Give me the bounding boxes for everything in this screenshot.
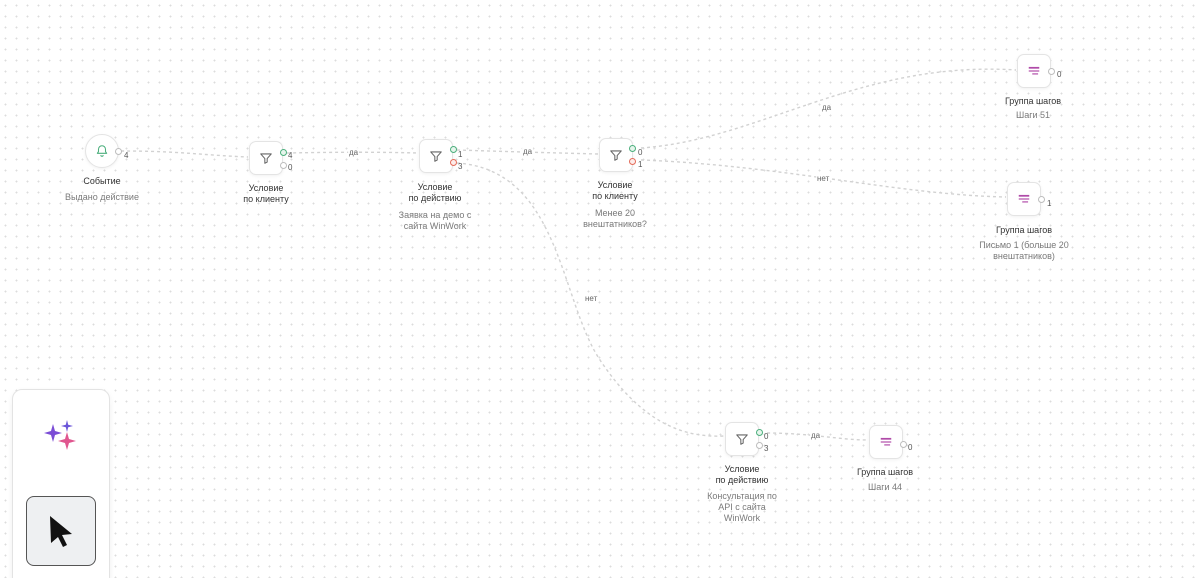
yes-port[interactable] bbox=[756, 429, 763, 436]
node-title: Условие по клиенту bbox=[243, 183, 289, 204]
condition-node-box[interactable] bbox=[599, 138, 633, 172]
edge-event-to-client1 bbox=[120, 150, 249, 158]
no-count: 0 bbox=[288, 163, 293, 172]
no-port[interactable] bbox=[756, 442, 763, 449]
no-count: 3 bbox=[764, 444, 769, 453]
edge-action2-to-group44 bbox=[766, 432, 869, 441]
edge-label-yes: да bbox=[821, 103, 833, 113]
filter-icon bbox=[736, 434, 748, 445]
event-node-box[interactable] bbox=[85, 134, 119, 168]
step-group-icon bbox=[1028, 66, 1040, 75]
output-count: 0 bbox=[908, 443, 913, 452]
edge-label-yes: да bbox=[522, 147, 534, 157]
pointer-tool-button[interactable] bbox=[26, 496, 96, 566]
no-port[interactable] bbox=[450, 159, 457, 166]
edge-label-no: нет bbox=[584, 294, 599, 304]
output-count: 4 bbox=[124, 151, 129, 160]
yes-count: 4 bbox=[288, 151, 293, 160]
node-title: Условие по действию bbox=[408, 182, 462, 203]
output-count: 1 bbox=[1047, 199, 1052, 208]
node-subtitle: Письмо 1 (больше 20 внештатников) bbox=[979, 240, 1069, 261]
filter-icon bbox=[430, 151, 442, 162]
node-title: Группа шагов bbox=[856, 467, 914, 477]
yes-port[interactable] bbox=[280, 149, 287, 156]
node-title: Событие bbox=[83, 176, 121, 186]
node-title: Условие по действию bbox=[715, 464, 769, 485]
edge-client2-to-group51 bbox=[640, 68, 1017, 149]
yes-count: 1 bbox=[458, 150, 463, 159]
yes-count: 0 bbox=[764, 432, 769, 441]
node-subtitle: Заявка на демо с сайта WinWork bbox=[398, 210, 472, 231]
cursor-pointer-icon bbox=[50, 516, 72, 547]
output-port[interactable] bbox=[115, 148, 122, 155]
output-port[interactable] bbox=[1048, 68, 1055, 75]
node-subtitle: Выдано действие bbox=[65, 192, 139, 202]
node-title: Условие по клиенту bbox=[592, 180, 638, 201]
no-port[interactable] bbox=[629, 158, 636, 165]
output-count: 0 bbox=[1057, 70, 1062, 79]
bell-icon bbox=[96, 145, 108, 157]
yes-count: 0 bbox=[638, 148, 643, 157]
edge-label-yes: да bbox=[348, 148, 360, 158]
step-group-icon bbox=[880, 437, 892, 446]
step-group-node-box[interactable] bbox=[869, 425, 903, 459]
edge-label-yes: да bbox=[810, 431, 822, 441]
condition-node-box[interactable] bbox=[419, 139, 453, 173]
edge-client2-to-letter bbox=[640, 159, 1007, 198]
node-subtitle: Консультация по API с сайта WinWork bbox=[707, 491, 777, 523]
node-title: Группа шагов bbox=[995, 225, 1053, 235]
edge-label-no: нет bbox=[816, 174, 831, 184]
no-count: 3 bbox=[458, 162, 463, 171]
node-title: Группа шагов bbox=[1004, 96, 1062, 106]
output-port[interactable] bbox=[900, 441, 907, 448]
node-subtitle: Шаги 51 bbox=[1015, 110, 1051, 120]
filter-icon bbox=[260, 153, 272, 164]
filter-icon bbox=[610, 150, 622, 161]
tool-panel bbox=[12, 389, 110, 578]
sparkles-icon[interactable] bbox=[43, 418, 79, 454]
step-group-node-box[interactable] bbox=[1007, 182, 1041, 216]
node-subtitle: Менее 20 внештатников? bbox=[583, 208, 647, 229]
output-port[interactable] bbox=[1038, 196, 1045, 203]
yes-port[interactable] bbox=[629, 145, 636, 152]
condition-node-box[interactable] bbox=[725, 422, 759, 456]
step-group-node-box[interactable] bbox=[1017, 54, 1051, 88]
node-subtitle: Шаги 44 bbox=[867, 482, 903, 492]
step-group-icon bbox=[1018, 194, 1030, 203]
edge-action1-to-client2 bbox=[456, 149, 599, 155]
yes-port[interactable] bbox=[450, 146, 457, 153]
condition-node-box[interactable] bbox=[249, 141, 283, 175]
no-count: 1 bbox=[638, 160, 643, 169]
no-port[interactable] bbox=[280, 162, 287, 169]
